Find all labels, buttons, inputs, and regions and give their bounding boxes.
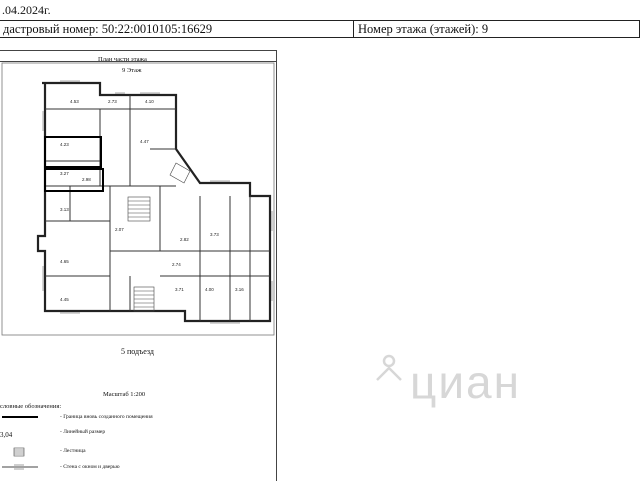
room-dimension: 4.45 bbox=[60, 297, 69, 302]
room-dimension: 3.27 bbox=[60, 171, 69, 176]
room-dimension: 4.47 bbox=[140, 139, 149, 144]
room-dimension: 3.16 bbox=[235, 287, 244, 292]
room-dimension: 4.65 bbox=[60, 259, 69, 264]
room-dimension: 3.73 bbox=[210, 232, 219, 237]
stairs-icon bbox=[13, 447, 25, 457]
room-dimension: 4.23 bbox=[60, 142, 69, 147]
room-dimension: 3.71 bbox=[175, 287, 184, 292]
scale-label: Масштаб 1:200 bbox=[103, 391, 146, 398]
entrance-label: 5 подъезд bbox=[121, 347, 154, 356]
floor-plan-drawing: 4.23 3.27 2.98 2.73 4.53 4.10 4.47 3.13 … bbox=[0, 61, 276, 336]
plan-title: План части этажа bbox=[98, 56, 147, 63]
legend-item-text: - Линейный размер bbox=[60, 429, 106, 435]
header-row: дастровый номер: 50:22:0010105:16629 Ном… bbox=[0, 20, 640, 40]
room-dimension: 3.13 bbox=[60, 207, 69, 212]
room-dimension: 2.98 bbox=[82, 177, 91, 182]
floor-label: 9 Этаж bbox=[122, 67, 142, 74]
cian-logo-icon bbox=[376, 354, 402, 381]
floor-number-cell: Номер этажа (этажей): 9 bbox=[353, 20, 640, 38]
legend-item-wall: - Стена с окном и дверью bbox=[0, 463, 120, 473]
legend-item-boundary: - Граница вновь созданного помещения bbox=[0, 413, 153, 423]
room-dimension: 2.82 bbox=[180, 237, 189, 242]
document-date: .04.2024г. bbox=[2, 3, 51, 17]
legend-item-text: - Граница вновь созданного помещения bbox=[60, 414, 153, 420]
room-dimension: 2.73 bbox=[108, 99, 117, 104]
cadastral-number-cell: дастровый номер: 50:22:0010105:16629 bbox=[0, 20, 354, 38]
room-dimension: 4.10 bbox=[145, 99, 154, 104]
room-dimension: 4.00 bbox=[205, 287, 214, 292]
room-dimension: 4.53 bbox=[70, 99, 79, 104]
top-line: .04.2024г. bbox=[0, 0, 640, 20]
room-dimension: 2.74 bbox=[172, 262, 181, 267]
room-dimension: 2.07 bbox=[115, 227, 124, 232]
legend-item-text: - Лестница bbox=[60, 448, 86, 454]
wall-window-icon bbox=[2, 464, 38, 470]
floor-plan-sheet: План части этажа 9 Этаж bbox=[0, 50, 277, 481]
legend-item-text: - Стена с окном и дверью bbox=[60, 464, 120, 470]
watermark-text: циан bbox=[410, 356, 522, 408]
dimension-sample: 3,04 bbox=[0, 431, 13, 439]
legend-title: словные обозначения: bbox=[0, 403, 62, 410]
boundary-line-icon bbox=[2, 416, 38, 418]
